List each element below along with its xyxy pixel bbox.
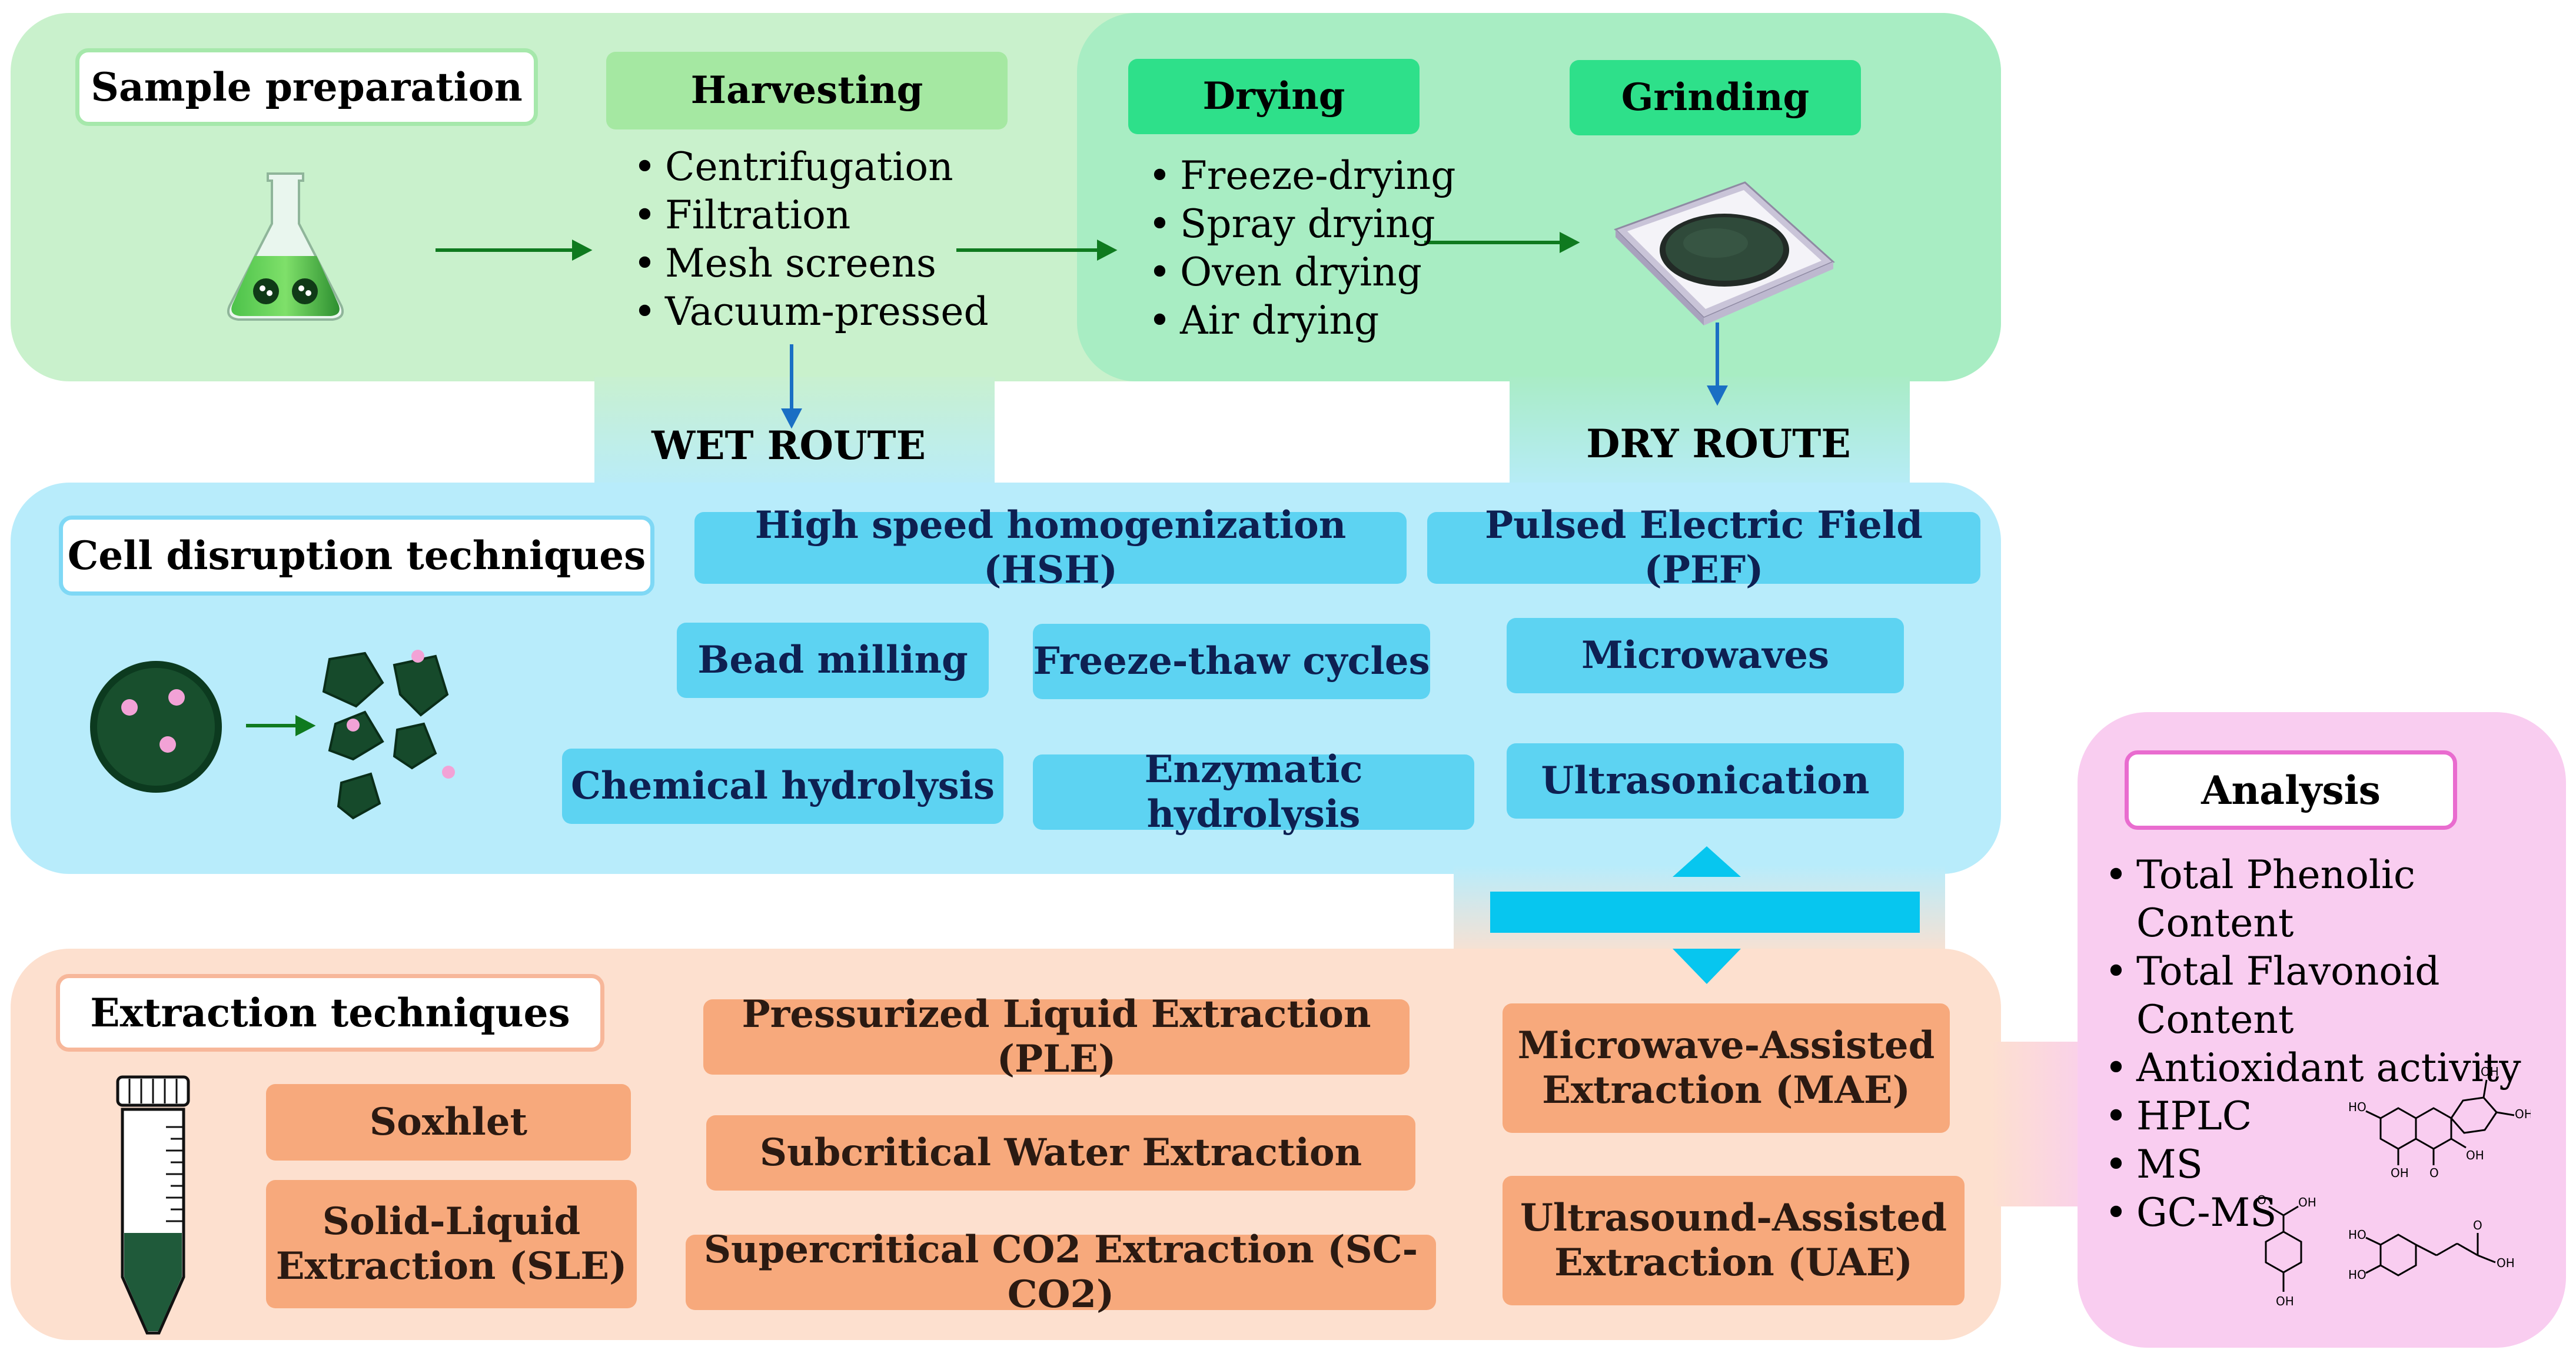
technique-sc-co2: Supercritical CO2 Extraction (SC-CO2) (686, 1228, 1436, 1317)
list-item: MS (2101, 1141, 2566, 1189)
list-item-text: Total Flavonoid (2136, 949, 2440, 994)
list-item: GC-MS (2101, 1189, 2566, 1237)
wet-route-column (594, 377, 995, 494)
technique-mae: Microwave-Assisted Extraction (MAE) (1503, 1003, 1950, 1133)
molecule-label: OH (2515, 1107, 2531, 1121)
technique-enzymatic-hydrolysis: Enzymatic hydrolysis (1033, 747, 1474, 836)
route-arrows (781, 323, 1728, 429)
bidirectional-arrow (1490, 846, 1920, 984)
molecule-label: O (2473, 1218, 2482, 1232)
flask-icon (227, 172, 344, 321)
technique-label: Solid-Liquid (322, 1199, 581, 1244)
list-item: Antioxidant activity (2101, 1044, 2566, 1092)
technique-label: Pulsed Electric Field (PEF) (1485, 503, 1923, 592)
cell-disruption-title-text: Cell disruption techniques (67, 533, 646, 579)
molecule-label: OH (2276, 1294, 2294, 1308)
grinding-label: Grinding (1570, 60, 1861, 135)
molecule-label: OH (2481, 1065, 2499, 1079)
list-item: Vacuum-pressed (630, 288, 1006, 336)
extraction-title: Extraction techniques (56, 974, 604, 1052)
technique-label: Microwaves (1581, 633, 1830, 678)
wet-route-label: WET ROUTE (652, 423, 926, 468)
list-item-text: Content (2136, 997, 2294, 1042)
analysis-title-text: Analysis (2201, 767, 2381, 813)
drying-label: Drying (1128, 59, 1420, 134)
analysis-title: Analysis (2125, 750, 2457, 830)
list-item: Spray drying (1145, 200, 1474, 248)
test-tube-icon (116, 1075, 190, 1335)
technique-bead-milling: Bead milling (677, 623, 989, 698)
technique-label: Extraction (MAE) (1542, 1068, 1910, 1112)
list-item: Centrifugation (630, 143, 1006, 191)
technique-label: Chemical hydrolysis (571, 764, 995, 809)
molecule-label: OH (2497, 1256, 2515, 1270)
drying-methods: Freeze-drying Spray drying Oven drying A… (1145, 152, 1474, 345)
technique-sle: Solid-Liquid Extraction (SLE) (266, 1180, 637, 1308)
technique-label: Soxhlet (369, 1100, 528, 1145)
cell-disruption-icon (90, 650, 455, 820)
technique-label: Extraction (UAE) (1554, 1241, 1913, 1285)
technique-uae: Ultrasound-Assisted Extraction (UAE) (1503, 1176, 1965, 1305)
technique-ple: Pressurized Liquid Extraction (PLE) (703, 992, 1410, 1081)
technique-pef: Pulsed Electric Field (PEF) (1427, 503, 1980, 592)
molecule-label: HO (2348, 1228, 2366, 1242)
technique-label: Bead milling (697, 638, 968, 683)
technique-label: Pressurized Liquid Extraction (PLE) (742, 992, 1371, 1081)
technique-freeze-thaw: Freeze-thaw cycles (1033, 624, 1430, 699)
list-item: Freeze-drying (1145, 152, 1474, 200)
harvesting-label: Harvesting (606, 52, 1008, 129)
molecule-label: O (2429, 1166, 2439, 1180)
sample-prep-title: Sample preparation (75, 48, 538, 126)
molecule-label: OH (2298, 1195, 2316, 1209)
harvesting-label-text: Harvesting (690, 68, 923, 113)
dry-route-column (1510, 377, 1910, 494)
cell-disruption-title: Cell disruption techniques (59, 516, 654, 596)
technique-soxhlet: Soxhlet (266, 1084, 631, 1161)
extraction-title-text: Extraction techniques (90, 990, 570, 1036)
technique-ultrasonication: Ultrasonication (1507, 743, 1904, 819)
technique-swe: Subcritical Water Extraction (706, 1115, 1415, 1191)
technique-label: High speed homogenization (HSH) (754, 503, 1347, 592)
molecule-label: O (2257, 1195, 2266, 1207)
molecule-label: OH (2391, 1166, 2409, 1180)
drying-label-text: Drying (1202, 74, 1345, 119)
technique-label: Subcritical Water Extraction (759, 1131, 1362, 1175)
dry-route-label: DRY ROUTE (1586, 421, 1851, 467)
technique-label: Extraction (SLE) (275, 1244, 627, 1288)
analysis-methods: Total Phenolic Content Total FlavonoidCo… (2101, 851, 2566, 1237)
technique-label: Ultrasound-Assisted (1520, 1196, 1947, 1241)
list-item: Filtration (630, 191, 1006, 240)
technique-chemical-hydrolysis: Chemical hydrolysis (562, 749, 1003, 824)
technique-microwaves: Microwaves (1507, 618, 1904, 693)
molecule-label: HO (2348, 1268, 2366, 1282)
sample-prep-title-text: Sample preparation (91, 64, 523, 110)
caffeic-acid-structure-icon: HO HO O OH (2348, 1218, 2515, 1282)
technique-label: Supercritical CO2 Extraction (SC-CO2) (703, 1228, 1418, 1317)
molecule-label: HO (2348, 1100, 2366, 1114)
ground-powder-icon (1614, 181, 1835, 325)
list-item: Oven drying (1145, 248, 1474, 297)
molecule-label: OH (2466, 1148, 2484, 1162)
harvesting-methods: Centrifugation Filtration Mesh screens V… (630, 143, 1006, 336)
list-item: HPLC (2101, 1092, 2566, 1141)
technique-label: Microwave-Assisted (1517, 1023, 1935, 1068)
quercetin-structure-icon: HO OH OH OH O OH (2348, 1065, 2531, 1180)
list-item: Air drying (1145, 297, 1474, 345)
technique-label: Enzymatic hydrolysis (1144, 747, 1363, 836)
technique-hsh: High speed homogenization (HSH) (694, 503, 1407, 592)
grinding-label-text: Grinding (1621, 75, 1810, 120)
hydroxybenzoic-acid-structure-icon: O OH OH (2257, 1195, 2316, 1308)
list-item: Mesh screens (630, 240, 1006, 288)
technique-label: Ultrasonication (1541, 759, 1870, 803)
list-item: Total Phenolic Content (2101, 851, 2566, 948)
technique-label: Freeze-thaw cycles (1033, 639, 1430, 684)
